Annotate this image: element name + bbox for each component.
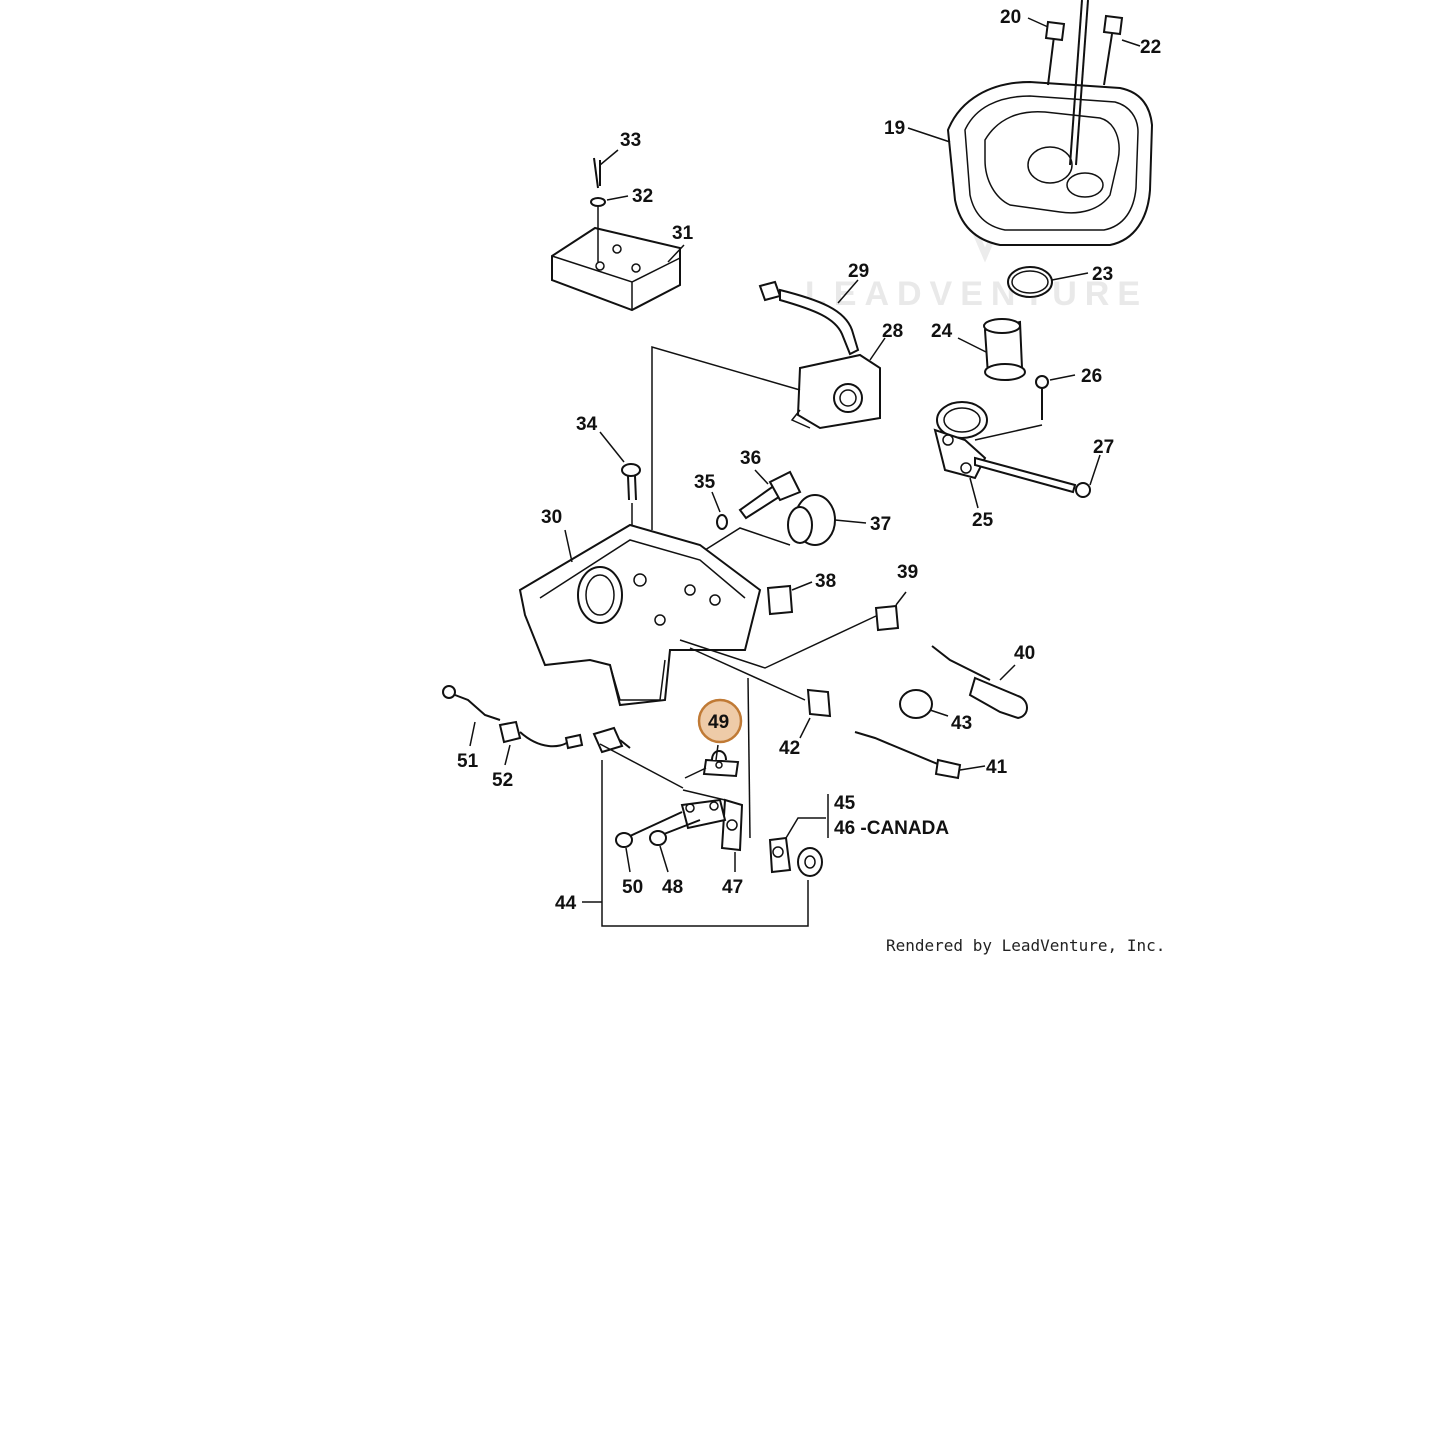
label-part-40[interactable]: 40: [1014, 643, 1035, 664]
label-part-43[interactable]: 43: [951, 713, 972, 734]
part-39-clip: [679, 591, 907, 669]
part-41-rod: [854, 731, 986, 780]
label-part-45[interactable]: 45: [834, 793, 856, 814]
label-part-30[interactable]: 30: [541, 507, 562, 528]
label-part-38[interactable]: 38: [815, 571, 836, 592]
label-part-23[interactable]: 23: [1092, 264, 1113, 285]
part-43-cap: [899, 689, 949, 719]
part-36-screw: [738, 469, 802, 520]
part-44-switch: [582, 726, 809, 927]
part-26-screw: [974, 374, 1076, 441]
label-part-31[interactable]: 31: [672, 223, 694, 244]
part-51-terminal: [442, 685, 501, 747]
label-part-24[interactable]: 24: [931, 321, 953, 342]
part-27-bolt: [974, 454, 1101, 498]
label-part-44[interactable]: 44: [555, 893, 577, 914]
label-part-26[interactable]: 26: [1081, 366, 1102, 387]
label-part-35[interactable]: 35: [694, 472, 716, 493]
label-part-19[interactable]: 19: [884, 118, 905, 139]
label-part-39[interactable]: 39: [897, 562, 918, 583]
part-22-screw: [1102, 14, 1141, 86]
label-part-42[interactable]: 42: [779, 738, 800, 759]
part-45-tab: [747, 677, 829, 877]
part-38-plate: [766, 581, 813, 616]
part-48-screw: [649, 819, 701, 873]
part-24-filter: [957, 318, 1026, 381]
label-part-34[interactable]: 34: [576, 414, 598, 435]
part-37-sprocket: [704, 494, 867, 551]
label-part-52[interactable]: 52: [492, 770, 513, 791]
label-part-20[interactable]: 20: [1000, 7, 1021, 28]
part-19-cover: [946, 80, 1154, 246]
label-part-32[interactable]: 32: [632, 186, 653, 207]
label-part-47[interactable]: 47: [722, 877, 743, 898]
part-31-block: [551, 226, 685, 312]
part-52-connector: [498, 720, 584, 766]
leader-28-frame: [651, 346, 801, 530]
part-29-hose: [758, 279, 860, 356]
part-49-bracket: [684, 744, 740, 779]
label-part-25[interactable]: 25: [972, 510, 994, 531]
part-33-pin: [593, 149, 619, 262]
highlight-49-marker: [697, 698, 743, 744]
label-part-33[interactable]: 33: [620, 130, 641, 151]
label-part-36[interactable]: 36: [740, 448, 761, 469]
leader-19: [907, 127, 951, 143]
footer-credit: Rendered by LeadVenture, Inc.: [886, 936, 1165, 955]
label-part-27[interactable]: 27: [1093, 437, 1114, 458]
part-47-bracket: [680, 789, 744, 872]
label-part-28[interactable]: 28: [882, 321, 903, 342]
label-part-48[interactable]: 48: [662, 877, 683, 898]
part-30-housing: [518, 523, 762, 707]
part-50-screw: [615, 811, 683, 873]
part-35-oring: [711, 491, 728, 530]
watermark-text: LEADVENTURE: [805, 275, 1148, 313]
label-part-50[interactable]: 50: [622, 877, 643, 898]
part-labels: 20 22 19 33 32 31 29 23 28 24 26 34 27 3…: [457, 7, 1161, 914]
part-20-screw: [1027, 17, 1066, 86]
part-23-ring: [1007, 266, 1089, 298]
part-40-lever: [931, 645, 1028, 720]
label-part-37[interactable]: 37: [870, 514, 891, 535]
part-25-adapter: [933, 401, 988, 509]
label-part-49[interactable]: 49: [708, 712, 729, 733]
label-part-22[interactable]: 22: [1140, 37, 1161, 58]
label-part-51[interactable]: 51: [457, 751, 479, 772]
label-part-41[interactable]: 41: [986, 757, 1008, 778]
part-28-carburetor: [790, 337, 886, 430]
part-32-washer: [590, 195, 629, 207]
part-21-stud: [1069, 0, 1089, 166]
label-part-46[interactable]: 46 -CANADA: [834, 818, 949, 839]
part-42-clip: [689, 647, 832, 739]
label-part-29[interactable]: 29: [848, 261, 869, 282]
